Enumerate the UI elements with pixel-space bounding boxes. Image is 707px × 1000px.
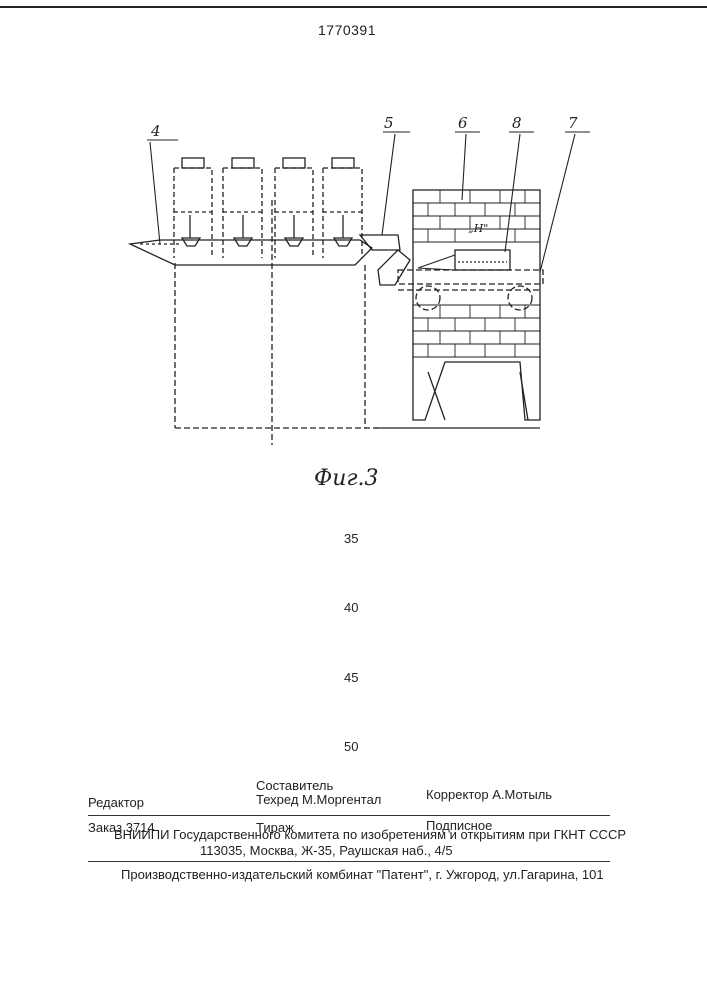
marker-label: „Н" [468, 222, 488, 235]
conveyor [130, 240, 372, 265]
corrector: Корректор А.Мотыль [426, 787, 552, 802]
figure-caption: Фиг.3 [314, 466, 379, 491]
callout-4: 4 [150, 122, 161, 140]
techred: Техред М.Моргентал [256, 792, 381, 807]
dispenser-1 [174, 158, 212, 258]
callout-7: 7 [568, 114, 578, 132]
technical-drawing: 4 5 6 8 7 „Н" [0, 0, 707, 460]
callout-5: 5 [384, 114, 394, 132]
callout-6: 6 [458, 114, 468, 132]
line-number-40: 40 [344, 600, 358, 615]
compiler-label: Составитель [256, 778, 333, 793]
imprint-divider-2 [88, 861, 610, 862]
printing-plant: Производственно-издательский комбинат "П… [121, 867, 604, 882]
publisher-address: 113035, Москва, Ж-35, Раушская наб., 4/5 [200, 843, 453, 858]
callout-8: 8 [512, 114, 522, 132]
charge-box [455, 250, 510, 270]
trolley [398, 270, 543, 310]
chute [360, 235, 410, 285]
dispenser-2 [223, 158, 262, 258]
line-number-45: 45 [344, 670, 358, 685]
imprint-divider-1 [88, 815, 610, 816]
editor-label: Редактор [88, 795, 144, 810]
publisher-name: ВНИИПИ Государственного комитета по изоб… [114, 827, 626, 842]
dispenser-4 [323, 158, 362, 258]
bunker-frame [175, 200, 378, 445]
line-number-35: 35 [344, 531, 358, 546]
line-number-50: 50 [344, 739, 358, 754]
dispenser-3 [275, 158, 313, 258]
